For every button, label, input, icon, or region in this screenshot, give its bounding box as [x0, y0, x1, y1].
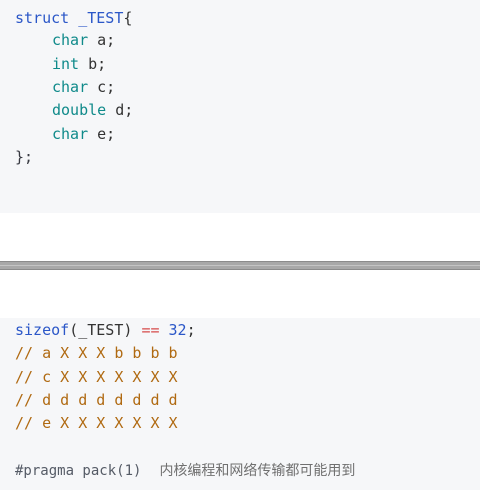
field-name: b;	[88, 55, 107, 73]
field-type: char	[52, 31, 89, 49]
field-line: int b;	[52, 53, 106, 75]
equality-operator: ==	[141, 321, 160, 339]
pragma-note: 内核编程和网络传输都可能用到	[159, 463, 356, 479]
field-name: c;	[97, 78, 116, 96]
divider-inner-line	[0, 265, 480, 266]
field-line: char c;	[52, 76, 115, 98]
sizeof-argument: _TEST	[78, 321, 124, 339]
layout-comment-line: // c X X X X X X X	[15, 368, 178, 386]
field-line: char e;	[52, 123, 115, 145]
pragma-directive: #pragma pack(1)	[15, 463, 142, 479]
sizeof-function: sizeof	[15, 321, 70, 339]
paren-close: )	[123, 321, 133, 339]
struct-declaration-line: struct _TEST{	[15, 7, 132, 29]
size-value: 32	[168, 321, 187, 339]
sizeof-line: sizeof(_TEST) == 32;	[15, 319, 196, 341]
code-block-struct: struct _TEST{ char a; int b; char c; dou…	[0, 0, 480, 213]
field-type: double	[52, 101, 107, 119]
pragma-line: #pragma pack(1) 内核编程和网络传输都可能用到	[15, 459, 355, 481]
field-name: e;	[97, 125, 116, 143]
code-block-layout: sizeof(_TEST) == 32; // a X X X b b b b …	[0, 318, 480, 490]
semicolon: ;	[186, 321, 196, 339]
closing-brace-line: };	[15, 148, 34, 166]
field-name: d;	[115, 101, 134, 119]
field-type: char	[52, 78, 89, 96]
layout-comment-line: // e X X X X X X X	[15, 414, 178, 432]
field-line: char a;	[52, 29, 115, 51]
open-brace: {	[123, 9, 133, 27]
field-name: a;	[97, 31, 116, 49]
paren-open: (	[69, 321, 79, 339]
field-type: int	[52, 55, 80, 73]
struct-keyword: struct	[15, 9, 70, 27]
field-type: char	[52, 125, 89, 143]
horizontal-divider	[0, 261, 480, 270]
struct-name: _TEST	[78, 9, 124, 27]
layout-comment-line: // d d d d d d d d	[15, 391, 178, 409]
layout-comment-line: // a X X X b b b b	[15, 344, 178, 362]
field-line: double d;	[52, 99, 133, 121]
